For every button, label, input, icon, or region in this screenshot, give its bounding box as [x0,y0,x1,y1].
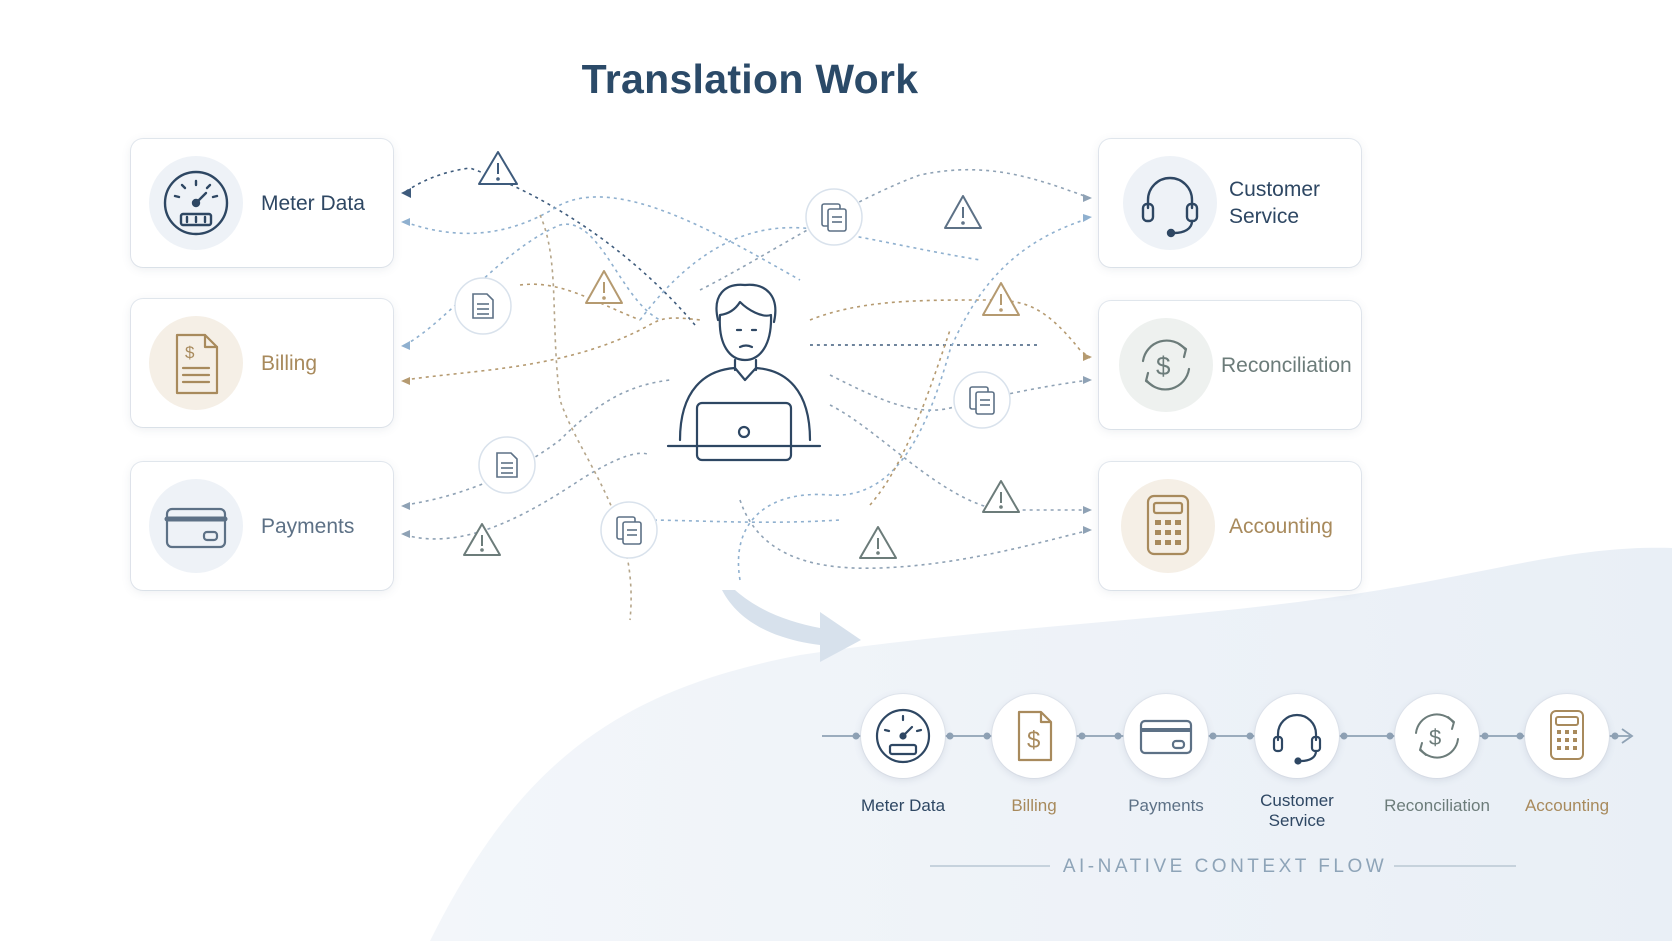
card-label: Reconciliation [1221,353,1352,377]
document-icon [454,277,512,335]
warning-icon [982,282,1020,316]
document-stack-icon [600,501,658,559]
warning-icon [585,270,623,304]
svg-text:$: $ [1429,725,1441,750]
flow-step-accounting [1525,694,1609,778]
flow-label: Meter Data [860,796,946,815]
card-label: Customer Service [1229,139,1339,267]
flow-label: Customer Service [1217,791,1377,831]
warning-icon [478,151,518,185]
flow-caption: AI-NATIVE CONTEXT FLOW [1062,856,1388,877]
card-label: Accounting [1229,514,1333,538]
calculator-icon [1550,710,1584,760]
flow-step-customer-service [1255,694,1339,778]
meter-gauge-icon [875,708,931,764]
card-billing: $ Billing [131,299,393,427]
warning-icon [982,480,1020,513]
headset-icon [1272,713,1322,765]
flow-step-meter-data [861,694,945,778]
document-stack-icon [805,188,863,246]
warning-icon [463,523,501,556]
card-label: Payments [261,514,355,538]
card-reconciliation: $ Reconciliation [1099,301,1361,429]
svg-text:$: $ [1027,727,1040,754]
credit-card-icon [149,479,243,573]
warning-icon [944,195,982,229]
flow-label: Reconciliation [1384,796,1490,815]
document-stack-icon [953,371,1011,429]
document-icon [478,436,536,494]
card-customer-service: Customer Service [1099,139,1361,267]
warning-icon [859,526,897,559]
dollar-document-icon: $ [1017,710,1053,762]
flow-label: Accounting [1524,796,1610,815]
flow-label: Billing [1011,796,1057,815]
card-accounting: Accounting [1099,462,1361,590]
meter-gauge-icon [149,156,243,250]
card-label: Meter Data [261,191,365,215]
flow-step-payments [1124,694,1208,778]
page-title: Translation Work [581,56,919,102]
card-meter-data: Meter Data [131,139,393,267]
flow-step-reconciliation: $ [1395,694,1479,778]
card-label: Billing [261,351,318,375]
card-payments: Payments [131,462,393,590]
flow-label-text: Customer Service [1260,791,1334,830]
credit-card-icon [1139,719,1193,755]
svg-text:$: $ [185,343,195,362]
headset-icon [1123,156,1217,250]
dollar-cycle-icon: $ [1119,318,1213,412]
dollar-cycle-icon: $ [1415,713,1459,759]
card-label-text: Customer Service [1229,178,1321,228]
svg-text:$: $ [1156,351,1171,381]
flow-step-billing: $ [992,694,1076,778]
calculator-icon [1121,479,1215,573]
dollar-document-icon: $ [149,316,243,410]
flow-label: Payments [1128,796,1204,815]
